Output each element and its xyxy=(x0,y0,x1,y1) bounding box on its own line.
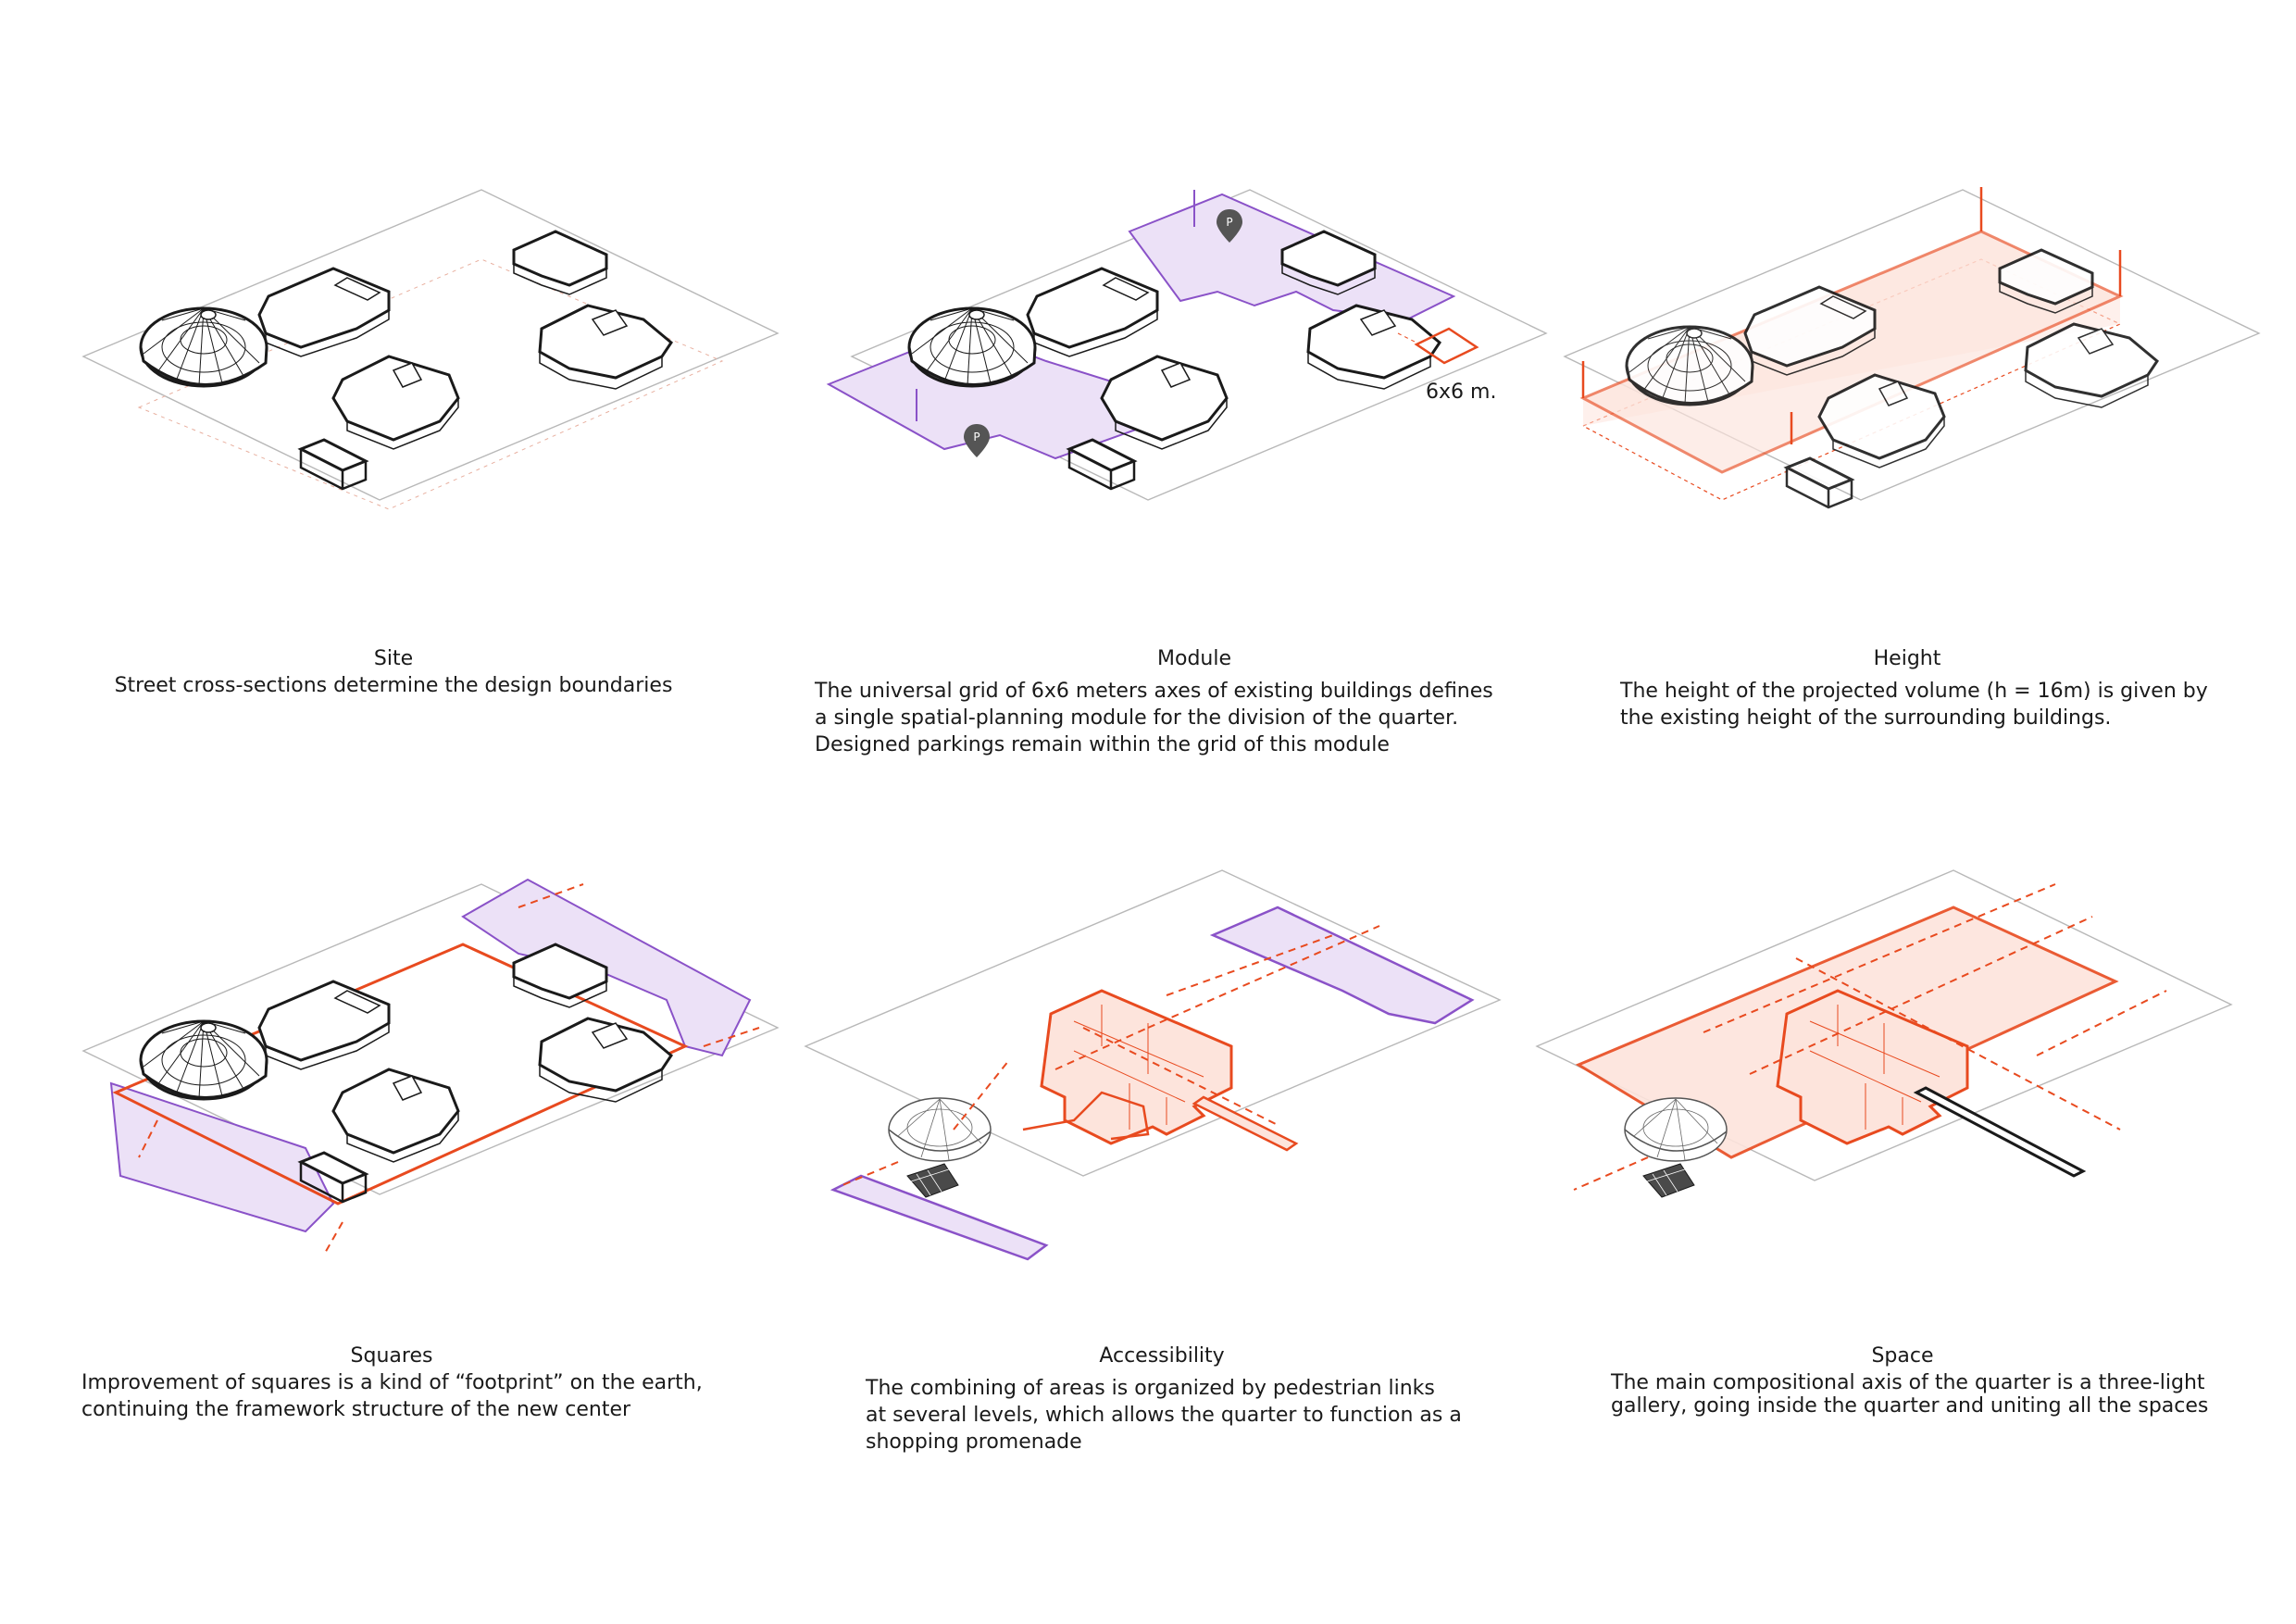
panel-title: Site xyxy=(373,647,414,670)
module-cell-6x6 xyxy=(1414,327,1479,365)
panel-description: a single spatial-planning module for the… xyxy=(815,706,1459,730)
panel-description: Improvement of squares is a kind of “foo… xyxy=(81,1371,703,1394)
panel-title: Squares xyxy=(350,1344,433,1368)
caption-height: Height The height of the projected volum… xyxy=(1620,645,2268,731)
accessibility-diagram xyxy=(804,869,1502,1261)
svg-text:P: P xyxy=(1226,216,1232,229)
panel-description: Designed parkings remain within the grid… xyxy=(815,733,1390,756)
module-diagram: P P 6x6 m. xyxy=(826,189,1547,501)
panel-title: Accessibility xyxy=(1099,1344,1225,1368)
panel-title: Module xyxy=(1157,647,1231,670)
svg-text:P: P xyxy=(973,431,980,443)
panel-description: The height of the projected volume (h = … xyxy=(1620,680,2208,703)
promenade-square-east xyxy=(1209,906,1475,1025)
height-diagram xyxy=(1564,183,2260,509)
caption-accessibility: Accessibility The combining of areas is … xyxy=(866,1343,1532,1455)
panel-description: at several levels, which allows the quar… xyxy=(866,1404,1462,1427)
module-size-label: 6x6 m. xyxy=(1426,381,1496,404)
panel-description: Street cross-sections determine the desi… xyxy=(114,674,673,697)
panel-description: The universal grid of 6x6 meters axes of… xyxy=(815,680,1493,703)
caption-site: Site Street cross-sections determine the… xyxy=(74,645,713,699)
panel-description: The combining of areas is organized by p… xyxy=(866,1377,1435,1400)
panel-description: shopping promenade xyxy=(866,1430,1082,1454)
parking-pin-icon: P xyxy=(964,424,990,457)
parking-pin-icon: P xyxy=(1217,209,1242,243)
square-west xyxy=(109,1081,335,1233)
three-light-gallery xyxy=(1913,1086,2087,1178)
squares-diagram xyxy=(81,878,780,1257)
space-diagram xyxy=(1535,869,2233,1199)
caption-squares: Squares Improvement of squares is a kind… xyxy=(81,1343,767,1423)
site-diagram xyxy=(82,189,779,510)
caption-module: Module The universal grid of 6x6 meters … xyxy=(815,645,1574,758)
panel-title: Space xyxy=(1871,1344,1934,1368)
panel-title: Height xyxy=(1873,647,1941,670)
panel-description: The main compositional axis of the quart… xyxy=(1611,1371,2205,1394)
panel-description: gallery, going inside the quarter and un… xyxy=(1611,1394,2209,1418)
panel-description: the existing height of the surrounding b… xyxy=(1620,706,2112,730)
panel-description: continuing the framework structure of th… xyxy=(81,1398,631,1421)
caption-space: Space The main compositional axis of the… xyxy=(1611,1343,2277,1419)
